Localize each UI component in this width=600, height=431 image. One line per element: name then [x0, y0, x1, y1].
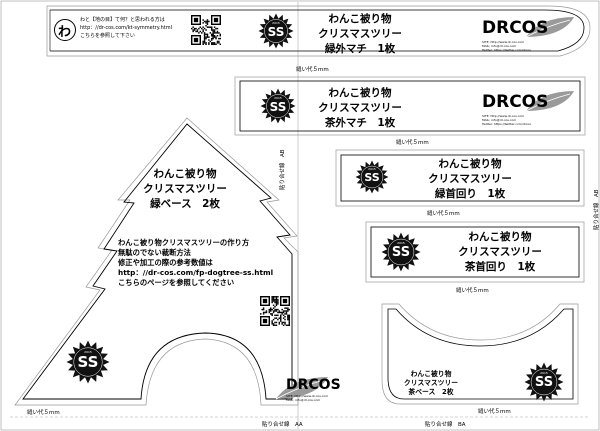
size-badge-icon: 2015 SS — [355, 160, 389, 194]
tea-gusset-title: わんこ被り物 クリスマスツリー 茶外マチ 1枚 — [318, 87, 402, 129]
size-badge-icon: 2015 SS — [66, 340, 110, 384]
join-label-side-right: 貼り合せ線 AB — [594, 189, 600, 230]
join-label-bottom-right: 貼り合せ線 BA — [425, 422, 466, 428]
green-neck-cutline — [335, 149, 585, 207]
grain-notice-2: http：//dr-cos.com/kt-symmetry.html — [80, 25, 172, 31]
tea-base-seam-label: 縫い代５mm — [478, 409, 511, 415]
brand-block-top: DRCOS SITE: http://www.dr-cos.com MAIL: … — [478, 13, 578, 52]
leaf-logo-icon — [525, 17, 574, 38]
tree-seam-label: 縫い代５mm — [27, 410, 60, 416]
tea-neck-sewline — [370, 226, 580, 278]
tea-base-sewline — [387, 308, 574, 400]
tea-neck-cutline — [365, 221, 585, 283]
join-label-bottom-left: 貼り合せ線 AA — [262, 422, 303, 428]
tea-gusset-seam-label: 縫い代５mm — [396, 140, 429, 146]
leaf-logo-icon — [525, 91, 574, 112]
size-badge-icon: 2015 SS — [260, 88, 296, 124]
circle-mark: わ — [54, 19, 76, 41]
green-neck-seam-label: 縫い代５mm — [427, 211, 460, 217]
tree-sewline — [22, 123, 293, 400]
top-strip-title: わんこ被り物 クリスマスツリー 緑外マチ 1枚 — [318, 13, 402, 55]
top-strip-cutline — [46, 5, 591, 57]
tea-gusset-sewline — [239, 80, 581, 132]
tea-base-cutline — [381, 303, 579, 405]
grain-notice-1: わと【地の目】て何？と思われる方は — [80, 17, 165, 23]
size-badge-icon: 2015 SS — [381, 232, 421, 272]
grain-notice-3: こちらを参照して下さい — [80, 33, 135, 39]
tree-title: わんこ被り物 クリスマスツリー 緑ベース 2枚 — [143, 168, 227, 210]
leaf-logo-icon — [275, 377, 328, 400]
tea-gusset-cutline — [234, 76, 586, 136]
green-neck-title: わんこ被り物 クリスマスツリー 緑首回り 1枚 — [428, 158, 512, 200]
tea-neck-seam-label: 縫い代５mm — [456, 288, 489, 294]
brand-block-gusset: DRCOS SITE: http://www.dr-cos.com MAIL: … — [478, 87, 578, 127]
tea-neck-title: わんこ被り物 クリスマスツリー 茶首回り 1枚 — [458, 231, 542, 273]
top-strip-seam-label: 縫い代５mm — [296, 67, 329, 73]
green-neck-sewline — [340, 154, 580, 202]
tree-info: わんこ被り物クリスマスツリーの作り方 無駄のでない裁断方法 修正や加工の際の参考… — [118, 238, 274, 287]
qr-code-icon — [260, 296, 290, 326]
join-label-side-mid: 貼り合せ線 AB — [280, 149, 286, 190]
top-strip-sewline — [50, 9, 585, 52]
tea-base-title: わんこ被り物 クリスマスツリー 茶ベース 2枚 — [403, 370, 459, 396]
size-badge-icon: 2015 SS — [258, 13, 294, 49]
brand-logo: DRCOS — [482, 18, 549, 38]
size-badge-icon: 2015 SS — [524, 362, 564, 402]
brand-block-tree: DRCOS SITE: http://www.dr-cos.com MAIL: … — [275, 375, 366, 405]
tree-cutline — [14, 117, 299, 406]
qr-code-icon — [191, 15, 221, 45]
